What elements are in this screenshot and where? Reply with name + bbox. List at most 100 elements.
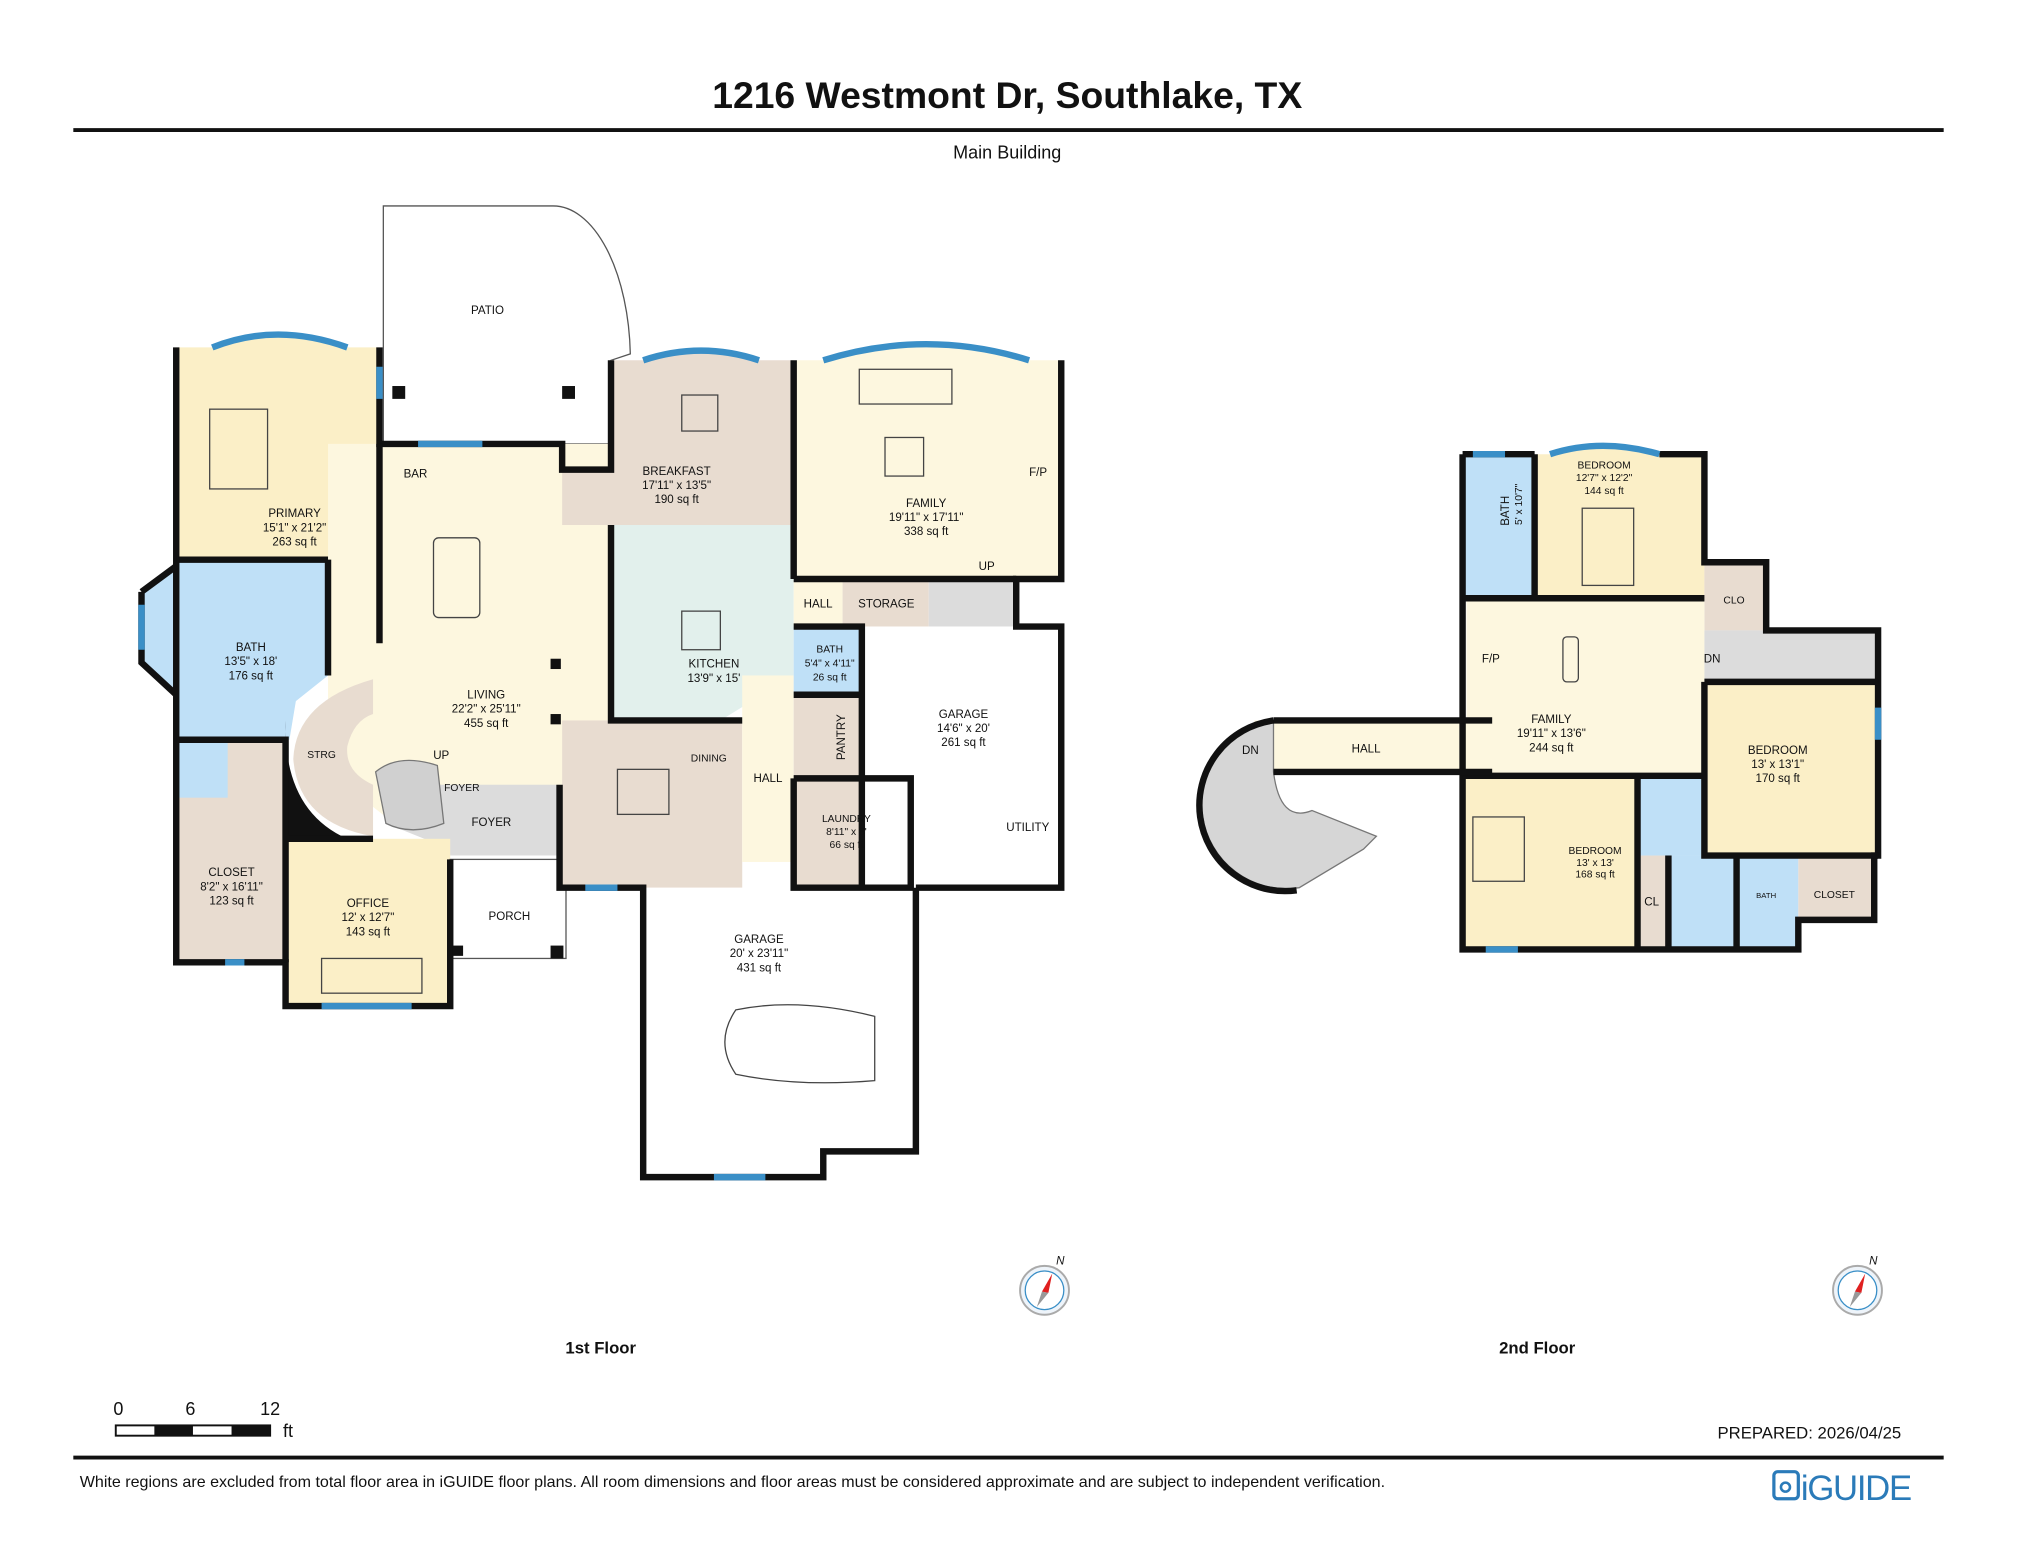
compass-icon: N <box>1832 1256 1883 1316</box>
room-label: BATH <box>1756 891 1776 900</box>
dining-table <box>616 768 670 816</box>
stair-label: DN <box>1242 745 1259 757</box>
room-dims: 5'4" x 4'11" <box>805 658 855 669</box>
room-area: 168 sq ft <box>1575 869 1615 880</box>
room-wc <box>176 739 228 798</box>
room-label: CLOSET <box>208 867 254 879</box>
room-dims: 17'11" x 13'5" <box>642 480 711 492</box>
room-bedroom-left <box>1462 775 1638 950</box>
scale-tick: 6 <box>185 1399 195 1419</box>
room-area: 144 sq ft <box>1584 486 1624 497</box>
room-label: STRG <box>307 750 336 761</box>
iguide-logo: iGUIDE <box>1772 1470 1912 1508</box>
table <box>681 394 719 432</box>
room-storage <box>842 578 929 627</box>
room-dims: 8'11" x 8' <box>826 827 867 838</box>
room-label: FAMILY <box>1531 714 1572 726</box>
room-label: BEDROOM <box>1569 846 1622 857</box>
sofa <box>858 368 953 405</box>
room-bath-small <box>1736 855 1799 950</box>
compass-north-label: N <box>1869 1256 1878 1268</box>
room-hall-small <box>793 578 843 627</box>
room-label: CL <box>1644 897 1659 909</box>
room-family-2f <box>1466 598 1705 776</box>
room-label: BEDROOM <box>1748 745 1808 757</box>
room-area: 176 sq ft <box>229 670 274 682</box>
room-label: LAUNDRY <box>822 814 871 825</box>
room-living <box>328 443 612 817</box>
room-dims: 19'11" x 13'6" <box>1517 728 1586 740</box>
room-label: UTILITY <box>1006 822 1049 834</box>
room-dims: 13'9" x 15' <box>687 673 740 685</box>
disclaimer: White regions are excluded from total fl… <box>80 1473 1385 1491</box>
coffee-table <box>1562 636 1579 683</box>
room-area: 455 sq ft <box>464 718 509 730</box>
room-bath-shared <box>1637 775 1705 856</box>
room-dims: 22'2" x 25'11" <box>452 704 521 716</box>
room-label: BAR <box>404 468 428 480</box>
room-bath-half <box>793 626 862 695</box>
room-porch <box>449 858 567 960</box>
room-family <box>793 344 1062 579</box>
room-label: FOYER <box>444 783 479 794</box>
room-garage-small <box>861 626 1062 888</box>
compass-icon: N <box>1019 1256 1070 1316</box>
second-floor-plan: BEDROOM 12'7" x 12'2" 144 sq ft BATH 5' … <box>1196 442 1882 1357</box>
room-pantry <box>793 694 862 779</box>
first-floor-plan: PATIO PRIMARY 15'1" x 21'2" 263 sq ft BA… <box>138 205 1065 1357</box>
room-dims: 20' x 23'11" <box>730 948 788 960</box>
room-area: 26 sq ft <box>813 673 847 684</box>
room-area: 143 sq ft <box>346 926 391 938</box>
room-label: HALL <box>753 773 782 785</box>
bed <box>1472 816 1525 882</box>
spiral-stair <box>374 759 445 831</box>
room-label: PANTRY <box>836 714 848 760</box>
room-bedroom-right <box>1704 681 1879 856</box>
room-label: OFFICE <box>347 898 390 910</box>
room-label: PORCH <box>489 911 531 923</box>
room-area: 244 sq ft <box>1529 742 1574 754</box>
compass-north-label: N <box>1056 1256 1065 1268</box>
room-label: FAMILY <box>906 498 947 510</box>
scale-tick: 0 <box>113 1399 123 1419</box>
scale-tick: 12 <box>260 1399 280 1419</box>
room-label: BREAKFAST <box>643 466 711 478</box>
room-dims: 5' x 10'7" <box>1514 483 1525 525</box>
room-dining <box>562 720 743 888</box>
room-label: BATH <box>236 642 266 654</box>
floor-label-1st: 1st Floor <box>565 1338 636 1357</box>
camera-icon <box>1772 1470 1800 1501</box>
room-area: 263 sq ft <box>272 537 317 549</box>
room-label: LIVING <box>467 690 505 702</box>
room-area: 66 sq ft <box>830 840 864 851</box>
room-garage-large <box>643 887 916 1178</box>
office-sofa <box>320 957 423 994</box>
pool-table <box>432 537 481 619</box>
room-label: BATH <box>816 644 843 655</box>
room-area: 338 sq ft <box>904 526 949 538</box>
room-hall <box>742 675 794 862</box>
room-bedroom-top <box>1534 445 1705 599</box>
room-label: HALL <box>1352 744 1381 756</box>
room-label: STORAGE <box>858 598 915 610</box>
room-area: 261 sq ft <box>941 737 986 749</box>
room-patio <box>382 205 631 445</box>
prepared-date: PREPARED: 2026/04/25 <box>1718 1423 1902 1442</box>
room-label: DINING <box>691 754 727 765</box>
car <box>724 1004 876 1084</box>
room-area: 170 sq ft <box>1756 773 1801 785</box>
room-dims: 13' x 13' <box>1576 858 1614 869</box>
building-subtitle: Main Building <box>953 142 1061 162</box>
room-office <box>285 838 451 1007</box>
page-title: 1216 Westmont Dr, Southlake, TX <box>712 74 1302 116</box>
room-cl <box>1637 855 1669 950</box>
kitchen-island <box>681 610 722 651</box>
room-label: PATIO <box>471 305 504 317</box>
stair-up <box>928 578 1017 627</box>
room-label: HALL <box>804 598 833 610</box>
room-kitchen <box>611 524 794 721</box>
room-label: CLOSET <box>1814 890 1856 901</box>
room-label: BATH <box>1500 496 1512 526</box>
room-dims: 15'1" x 21'2" <box>263 522 326 534</box>
room-label: BEDROOM <box>1578 460 1631 471</box>
